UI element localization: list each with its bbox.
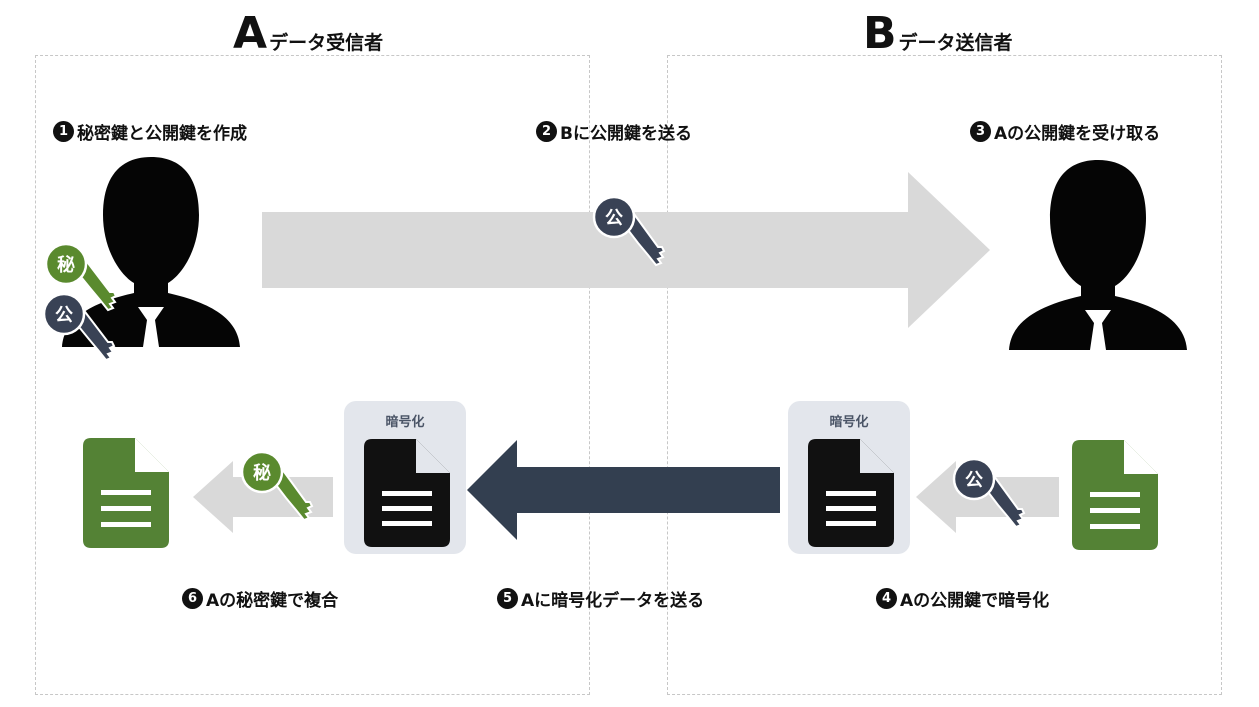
encrypted-label: 暗号化 bbox=[829, 415, 869, 430]
public-key-icon: 公 bbox=[42, 292, 116, 362]
step-text: Bに公開鍵を送る bbox=[560, 123, 692, 144]
step-number: 2 bbox=[536, 120, 557, 142]
receiver-title: A データ受信者 bbox=[233, 4, 383, 56]
step-2: 2 Bに公開鍵を送る bbox=[536, 118, 692, 144]
step-number: 6 bbox=[182, 587, 203, 609]
private-key-label: 秘 bbox=[253, 462, 271, 484]
step-number: 5 bbox=[497, 587, 518, 609]
step-number: 4 bbox=[876, 587, 897, 609]
private-key-icon: 秘 bbox=[44, 242, 118, 312]
step-6: 6 Aの秘密鍵で複合 bbox=[182, 585, 338, 611]
private-key-icon: 秘 bbox=[240, 450, 314, 522]
sender-label: データ送信者 bbox=[898, 32, 1013, 54]
step-text: 秘密鍵と公開鍵を作成 bbox=[77, 123, 247, 144]
step-number: 3 bbox=[970, 120, 991, 142]
step-5: 5 Aに暗号化データを送る bbox=[497, 585, 704, 611]
step-text: Aの秘密鍵で複合 bbox=[206, 590, 339, 611]
step-1: 1 秘密鍵と公開鍵を作成 bbox=[53, 118, 247, 144]
send-public-key-arrow bbox=[262, 172, 990, 328]
person-a-icon bbox=[62, 157, 240, 347]
step-number: 1 bbox=[53, 120, 74, 142]
encrypted-label: 暗号化 bbox=[385, 415, 425, 430]
document-icon bbox=[808, 439, 894, 547]
document-icon bbox=[83, 438, 169, 548]
receiver-letter: A bbox=[233, 8, 268, 59]
sender-title: B データ送信者 bbox=[863, 4, 1013, 56]
public-key-label: 公 bbox=[605, 208, 623, 229]
public-key-label: 公 bbox=[965, 470, 983, 491]
encrypted-data-box: 暗号化 bbox=[788, 401, 910, 554]
step-text: Aの公開鍵で暗号化 bbox=[900, 590, 1050, 611]
document-icon bbox=[364, 439, 450, 547]
receiver-panel bbox=[35, 55, 590, 695]
step-text: Aに暗号化データを送る bbox=[521, 590, 705, 611]
encrypt-arrow bbox=[916, 461, 1059, 533]
private-key-label: 秘 bbox=[57, 254, 75, 276]
encrypted-data-box: 暗号化 bbox=[344, 401, 466, 554]
document-icon bbox=[1072, 440, 1158, 550]
send-encrypted-arrow bbox=[467, 440, 780, 540]
step-3: 3 Aの公開鍵を受け取る bbox=[970, 118, 1160, 144]
receiver-label: データ受信者 bbox=[269, 32, 384, 54]
sender-panel bbox=[667, 55, 1222, 695]
step-4: 4 Aの公開鍵で暗号化 bbox=[876, 585, 1049, 611]
sender-letter: B bbox=[863, 8, 897, 59]
decrypt-arrow bbox=[193, 461, 333, 533]
step-text: Aの公開鍵を受け取る bbox=[994, 123, 1161, 144]
public-key-label: 公 bbox=[55, 305, 73, 326]
public-key-icon: 公 bbox=[952, 457, 1026, 529]
person-b-icon bbox=[1009, 160, 1187, 350]
public-key-icon: 公 bbox=[592, 195, 666, 267]
